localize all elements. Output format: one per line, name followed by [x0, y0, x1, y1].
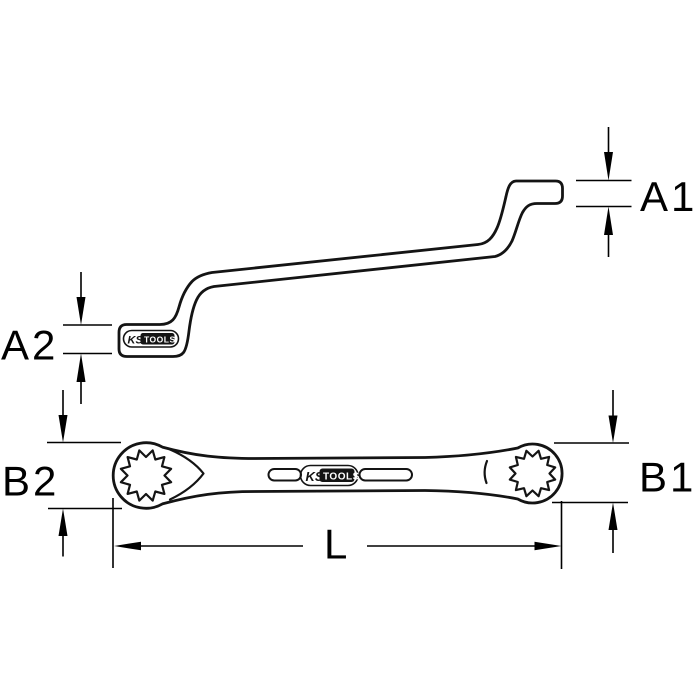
top-view-outline [111, 441, 564, 510]
dimension-line [63, 324, 112, 355]
dimension-b1: B1 [552, 390, 696, 553]
arrow-up-icon [608, 502, 618, 530]
arrow-up-icon [604, 206, 613, 235]
arrow-up-icon [76, 353, 86, 382]
dimension-line [47, 441, 122, 510]
arrow-down-icon [58, 415, 68, 443]
dimension-a1: A1 [576, 127, 697, 257]
right-ring-star [508, 449, 557, 498]
dim-label-b1: B1 [639, 454, 696, 501]
arrow-down-icon [76, 297, 86, 325]
logo-tools-box [319, 468, 355, 482]
ks-tools-logo: KS TOOLS [299, 464, 360, 487]
dim-label-length: L [324, 521, 350, 568]
top-view: KS TOOLS [111, 441, 564, 510]
dim-label-b2: B2 [2, 458, 59, 505]
extension-line [112, 498, 563, 569]
arrow-up-icon [58, 508, 68, 536]
left-shaft-slot [267, 468, 302, 482]
arrow-right-icon [534, 541, 562, 551]
left-ring-star [119, 449, 173, 502]
dimension-line [552, 442, 629, 504]
right-ring-bevel [483, 459, 489, 485]
logo-tools-text: TOOLS [323, 472, 360, 483]
left-ring-bevel [168, 448, 205, 501]
dim-label-a2: A2 [1, 322, 58, 369]
dimension-l: L [112, 498, 563, 569]
logo-ks-text: KS [306, 469, 324, 484]
arrow-down-icon [608, 415, 618, 443]
ks-tools-logo: KS TOOLS [122, 329, 180, 348]
dimension-b2: B2 [2, 390, 122, 557]
right-shaft-slot [358, 468, 413, 482]
side-view-outline [117, 179, 564, 358]
arrow-left-icon [114, 541, 141, 551]
logo-outline [299, 464, 359, 487]
logo-tools-text: TOOLS [144, 335, 176, 345]
dim-label-a1: A1 [640, 173, 697, 220]
side-view: KS TOOLS [117, 179, 564, 358]
dimension-line [576, 179, 632, 208]
logo-tools-box [140, 333, 175, 345]
dimension-a2: A2 [1, 272, 112, 404]
logo-ks-text: KS [128, 335, 144, 347]
arrow-down-icon [604, 152, 613, 181]
logo-outline [122, 329, 180, 348]
